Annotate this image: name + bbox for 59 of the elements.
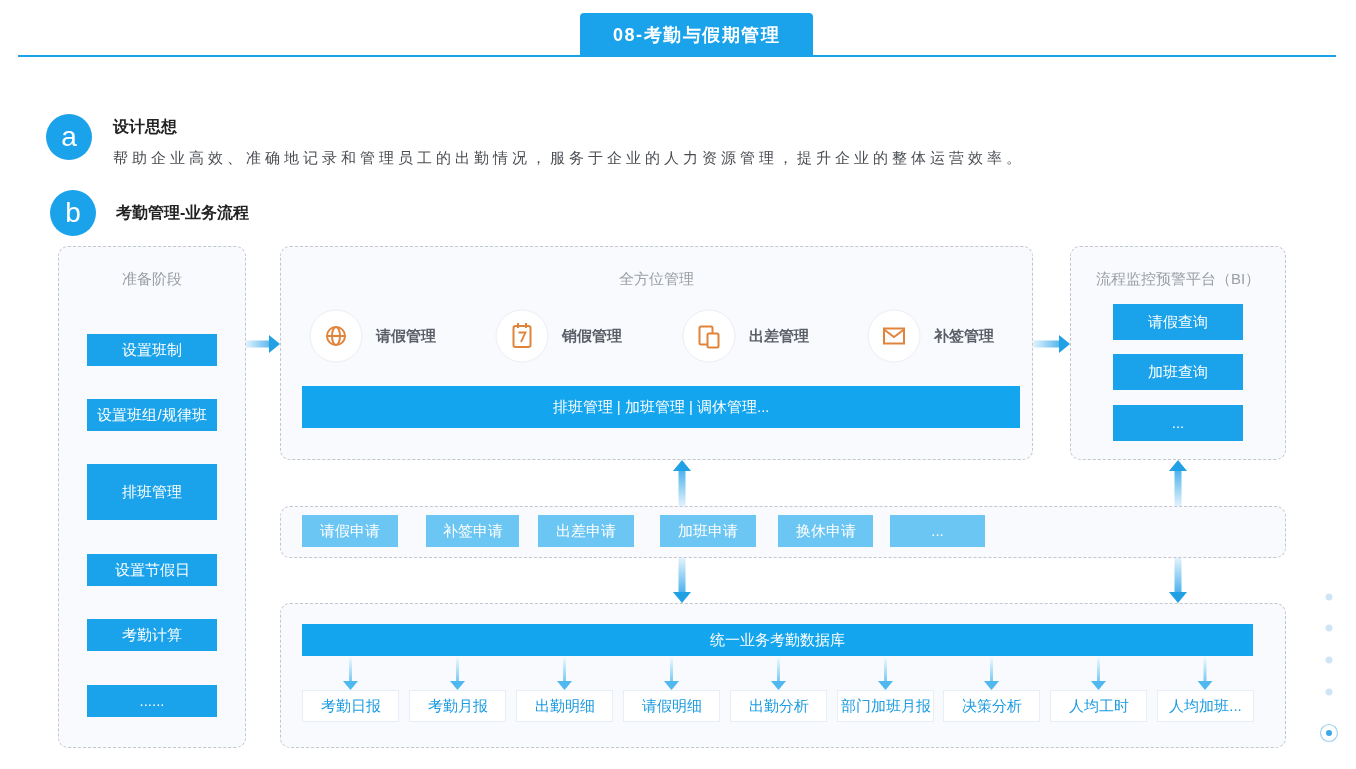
- chevron-arrow: [1197, 656, 1213, 690]
- chevron-arrow: [343, 656, 358, 690]
- query-box: 请假查询: [1113, 304, 1243, 340]
- step-box: 设置班组/规律班: [87, 399, 217, 431]
- chevron-arrow: [984, 656, 999, 690]
- dashed-panel: [280, 603, 1286, 748]
- query-box: 加班查询: [1113, 354, 1243, 390]
- panel-title: 流程监控预警平台（BI）: [1095, 269, 1261, 289]
- dashed-panel: [58, 246, 246, 748]
- request-box: ...: [890, 515, 985, 547]
- report-card: 部门加班月报: [837, 690, 934, 722]
- section-badge: a: [46, 114, 92, 160]
- query-box: ...: [1113, 405, 1243, 441]
- arrow: [246, 335, 280, 353]
- arrow: [1033, 335, 1070, 353]
- dashed-panel: [1070, 246, 1286, 460]
- report-card: 人均加班...: [1157, 690, 1254, 722]
- title-tab: 08-考勤与假期管理: [580, 13, 813, 56]
- step-box: 设置班制: [87, 334, 217, 366]
- item-label: 请假管理: [376, 326, 436, 346]
- arrow: [1169, 558, 1187, 603]
- request-box: 加班申请: [660, 515, 756, 547]
- item-label: 销假管理: [562, 326, 622, 346]
- chevron-arrow: [1091, 656, 1106, 690]
- request-box: 补签申请: [426, 515, 519, 547]
- step-box: 排班管理: [87, 464, 217, 520]
- step-box: 考勤计算: [87, 619, 217, 651]
- panel-title: 全方位管理: [619, 269, 694, 289]
- report-card: 考勤日报: [302, 690, 399, 722]
- arrow: [673, 460, 691, 506]
- step-box: ......: [87, 685, 217, 717]
- section-badge: b: [50, 190, 96, 236]
- database-bar: 统一业务考勤数据库: [302, 624, 1253, 656]
- report-card: 请假明细: [623, 690, 720, 722]
- module-bar: 排班管理 | 加班管理 | 调休管理...: [302, 386, 1020, 428]
- report-card: 出勤明细: [516, 690, 613, 722]
- report-card: 出勤分析: [730, 690, 827, 722]
- section-heading: 考勤管理-业务流程: [116, 203, 250, 223]
- dashed-panel: [280, 246, 1033, 460]
- request-box: 出差申请: [538, 515, 634, 547]
- report-card: 决策分析: [943, 690, 1040, 722]
- description-text: 帮助企业高效、准确地记录和管理员工的出勤情况，服务于企业的人力资源管理，提升企业的整体运营效率。: [113, 148, 1025, 168]
- report-card: 考勤月报: [409, 690, 506, 722]
- arrow: [1169, 460, 1187, 506]
- chevron-arrow: [878, 656, 893, 690]
- chevron-arrow: [557, 656, 572, 690]
- chevron-arrow: [664, 656, 679, 690]
- item-label: 补签管理: [934, 326, 994, 346]
- report-card: 人均工时: [1050, 690, 1147, 722]
- section-heading: 设计思想: [113, 117, 177, 137]
- arrow: [673, 558, 691, 603]
- request-box: 换休申请: [778, 515, 873, 547]
- panel-title: 准备阶段: [122, 269, 182, 289]
- step-box: 设置节假日: [87, 554, 217, 586]
- chevron-arrow: [771, 656, 786, 690]
- chevron-arrow: [450, 656, 465, 690]
- item-label: 出差管理: [749, 326, 809, 346]
- request-box: 请假申请: [302, 515, 398, 547]
- dashed-panel: [280, 506, 1286, 558]
